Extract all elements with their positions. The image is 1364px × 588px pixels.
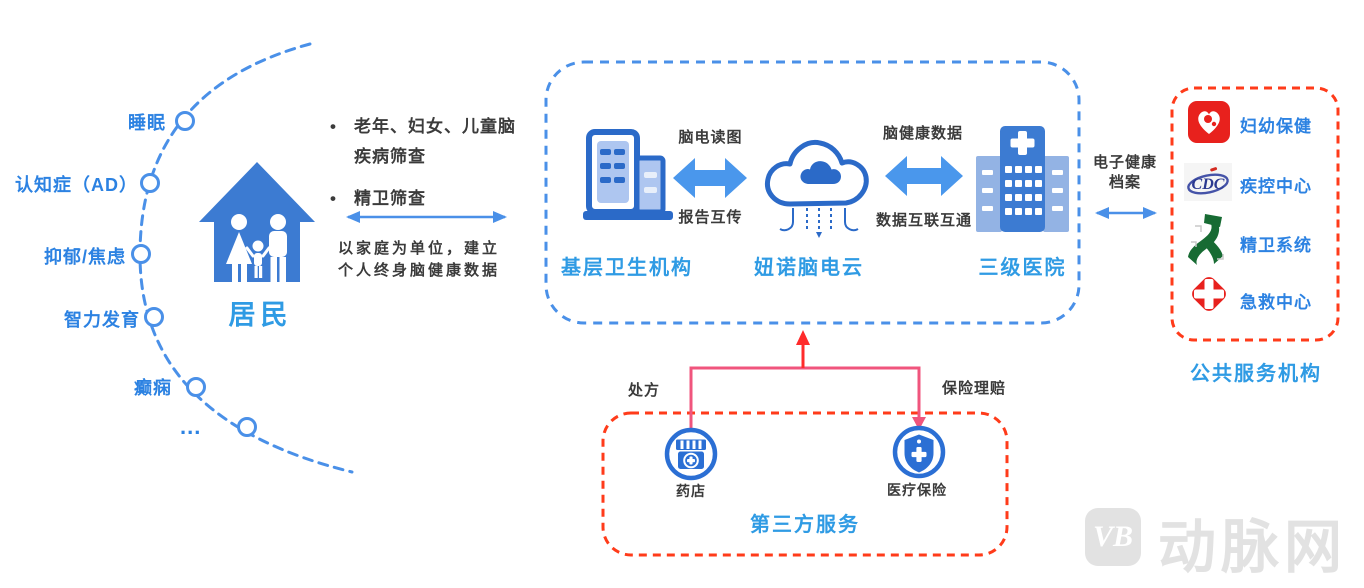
house-family-icon <box>197 160 317 290</box>
screening-bullet-1-line2: 疾病筛查 <box>354 147 426 166</box>
ehr-label: 电子健康 档案 <box>1082 153 1168 193</box>
condition-development: 智力发育 <box>64 310 140 330</box>
public-services-dashed-box <box>1170 86 1340 342</box>
cloud-platform-label: 妞诺脑电云 <box>754 257 864 279</box>
eeg-cloud-icon <box>757 124 877 247</box>
link2-top-label: 脑健康数据 <box>882 125 963 142</box>
ehr-label-line1: 电子健康 <box>1092 154 1157 171</box>
clinic-building-icon <box>583 128 673 228</box>
condition-sleep: 睡眠 <box>128 113 166 133</box>
public-service-label-cdc: 疾控中心 <box>1240 177 1312 196</box>
medical-insurance-label: 医疗保险 <box>887 482 947 498</box>
condition-epilepsy: 癫痫 <box>134 378 172 398</box>
screening-bullet-2: • 精卫筛查 <box>330 184 540 214</box>
arc-node-circles <box>131 111 257 437</box>
bullet-dot: • <box>330 117 337 136</box>
cdc-logo-text: CDC <box>1192 176 1225 193</box>
prescription-up-arrowhead <box>796 330 810 345</box>
vb-watermark-logo: VB <box>1085 508 1141 566</box>
eeg-exchange-arrow <box>673 158 747 198</box>
condition-dementia: 认知症（AD） <box>15 175 138 195</box>
insurance-claim-arrowhead <box>912 417 926 430</box>
link2-bottom-label: 数据互联互通 <box>875 212 972 229</box>
platform-dashed-box <box>544 60 1081 325</box>
tertiary-hospital-label: 三级医院 <box>978 257 1067 279</box>
vb-logo-text: VB <box>1092 520 1134 553</box>
ehr-label-line2: 档案 <box>1108 174 1141 191</box>
prescription-flow-label: 处方 <box>628 382 661 399</box>
screening-bullets: • 老年、妇女、儿童脑 疾病筛查 • 精卫筛查 <box>330 112 540 226</box>
emergency-center-icon <box>1187 272 1231 321</box>
third-party-dashed-box <box>601 411 1009 557</box>
note-line-2: 个人终身脑健康数据 <box>338 262 501 279</box>
watermark-site-name: 动脉网 <box>1158 515 1348 580</box>
family-data-note: 以家庭为单位，建立 个人终身脑健康数据 <box>338 238 500 282</box>
mental-health-ribbon-icon <box>1187 212 1231 273</box>
resident-label: 居民 <box>228 300 293 330</box>
cdc-icon: CDC <box>1184 163 1232 206</box>
insurance-claim-flow-label: 保险理赔 <box>942 380 1007 397</box>
bullet-dot: • <box>330 189 337 208</box>
screening-bullet-1: • 老年、妇女、儿童脑 疾病筛查 <box>330 112 540 172</box>
condition-depression: 抑郁/焦虑 <box>43 247 126 267</box>
condition-ellipsis: ... <box>180 414 202 439</box>
maternal-child-health-icon <box>1187 100 1231 149</box>
insurance-shield-icon <box>891 424 947 485</box>
pharmacy-storefront-icon <box>663 426 719 487</box>
hospital-icon <box>975 124 1070 242</box>
public-service-label-mch: 妇幼保健 <box>1240 117 1312 136</box>
link1-bottom-label: 报告互传 <box>678 209 743 226</box>
third-party-connector <box>689 366 921 428</box>
primary-care-label: 基层卫生机构 <box>561 257 693 279</box>
public-service-label-emergency: 急救中心 <box>1240 293 1312 312</box>
public-service-label-mental: 精卫系统 <box>1240 236 1312 255</box>
note-line-1: 以家庭为单位，建立 <box>338 240 501 257</box>
link1-top-label: 脑电读图 <box>678 129 743 146</box>
public-services-title: 公共服务机构 <box>1190 363 1322 385</box>
screening-bullet-2-text: 精卫筛查 <box>354 189 426 208</box>
third-party-title: 第三方服务 <box>750 514 860 536</box>
pharmacy-label: 药店 <box>676 483 706 499</box>
data-exchange-arrow <box>885 156 963 196</box>
screening-bullet-1-line1: 老年、妇女、儿童脑 <box>354 117 516 136</box>
